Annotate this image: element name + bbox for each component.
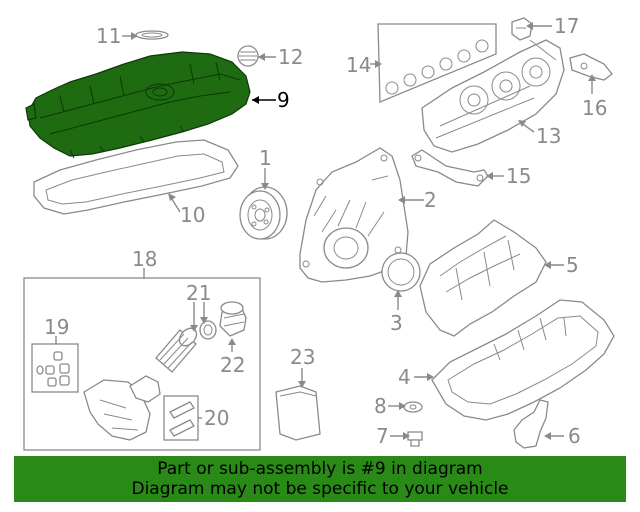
callout-5: 5	[566, 253, 579, 277]
arrowhead-23	[298, 381, 306, 388]
callout-13: 13	[536, 124, 561, 148]
callout-14: 14	[346, 53, 371, 77]
callout-21: 21	[186, 281, 211, 305]
arrowhead-2	[398, 196, 405, 204]
callout-10: 10	[180, 203, 205, 227]
part-17-bracket[interactable]	[511, 17, 533, 41]
arrowhead-16	[588, 74, 596, 81]
callout-2: 2	[424, 188, 437, 212]
callout-23: 23	[290, 345, 315, 369]
arrowhead-21b	[200, 317, 208, 324]
part-16-bracket[interactable]	[569, 53, 613, 81]
part-20-clips[interactable]	[169, 401, 195, 437]
arrowhead-3	[394, 290, 402, 297]
part-15-strut[interactable]	[411, 149, 489, 187]
callout-20: 20	[204, 406, 229, 430]
part-1-pulley[interactable]	[239, 186, 288, 240]
callout-8: 8	[374, 394, 387, 418]
arrowhead-1	[261, 183, 269, 190]
callout-12: 12	[278, 45, 303, 69]
part-10-gasket[interactable]	[33, 139, 239, 215]
part-19-seals[interactable]	[36, 351, 70, 387]
arrowhead-21a	[190, 325, 198, 332]
part-13-intake-manifold[interactable]	[421, 39, 565, 153]
arrowhead-10	[168, 193, 176, 201]
arrowhead-14	[375, 60, 382, 68]
part-3-seal-ring[interactable]	[381, 252, 421, 292]
part-22-filter-cap[interactable]	[219, 301, 247, 337]
part-7-drain-plug[interactable]	[407, 431, 423, 447]
callout-16: 16	[582, 96, 607, 120]
arrowhead-13	[518, 120, 526, 127]
part-6-deflector[interactable]	[513, 399, 549, 449]
callout-1: 1	[259, 146, 272, 170]
callout-9: 9	[277, 88, 290, 112]
part-11-seal[interactable]	[135, 30, 169, 40]
arrowhead-11	[131, 32, 138, 40]
part-21-oring[interactable]	[199, 320, 217, 340]
callout-22: 22	[220, 353, 245, 377]
banner-line-1: Part or sub-assembly is #9 in diagram	[157, 459, 483, 479]
info-banner: Part or sub-assembly is #9 in diagram Di…	[14, 456, 626, 502]
callout-4: 4	[398, 365, 411, 389]
group-19-box	[31, 343, 79, 393]
callout-19: 19	[44, 315, 69, 339]
part-2-timing-cover[interactable]	[299, 147, 409, 283]
callout-7: 7	[376, 424, 389, 448]
part-18-filter-housing[interactable]	[83, 375, 161, 441]
part-14-gasket-strip[interactable]	[377, 23, 497, 103]
callout-17: 17	[554, 14, 579, 38]
group-18-box	[23, 277, 261, 451]
arrowhead-6	[544, 432, 551, 440]
callout-3: 3	[390, 311, 403, 335]
part-12-cap[interactable]	[237, 45, 259, 67]
arrowhead-12	[258, 53, 265, 61]
callout-15: 15	[506, 164, 531, 188]
arrowhead-8	[399, 402, 406, 410]
arrowhead-4	[427, 373, 434, 381]
callout-11: 11	[96, 24, 121, 48]
part-21-filter-element[interactable]	[155, 325, 200, 373]
arrowhead-7	[403, 432, 410, 440]
arrowhead-22	[228, 338, 236, 345]
arrowhead-9	[252, 96, 259, 104]
group-20-box	[163, 395, 199, 441]
callout-18: 18	[132, 247, 157, 271]
part-9-valve-cover[interactable]	[25, 51, 251, 159]
part-8-washer[interactable]	[403, 401, 423, 413]
part-5-baffle[interactable]	[419, 219, 547, 337]
banner-line-2: Diagram may not be specific to your vehi…	[131, 479, 509, 499]
callout-6: 6	[568, 424, 581, 448]
arrowhead-5	[544, 261, 551, 269]
part-4-oil-pan[interactable]	[431, 299, 615, 421]
arrowhead-15	[486, 172, 493, 180]
arrowhead-17	[526, 22, 533, 30]
part-23-block[interactable]	[275, 385, 321, 441]
parts-diagram: 1 2 3 4 5 6 7 8 9 10 11 12 13 14 15 16 1…	[23, 14, 615, 451]
